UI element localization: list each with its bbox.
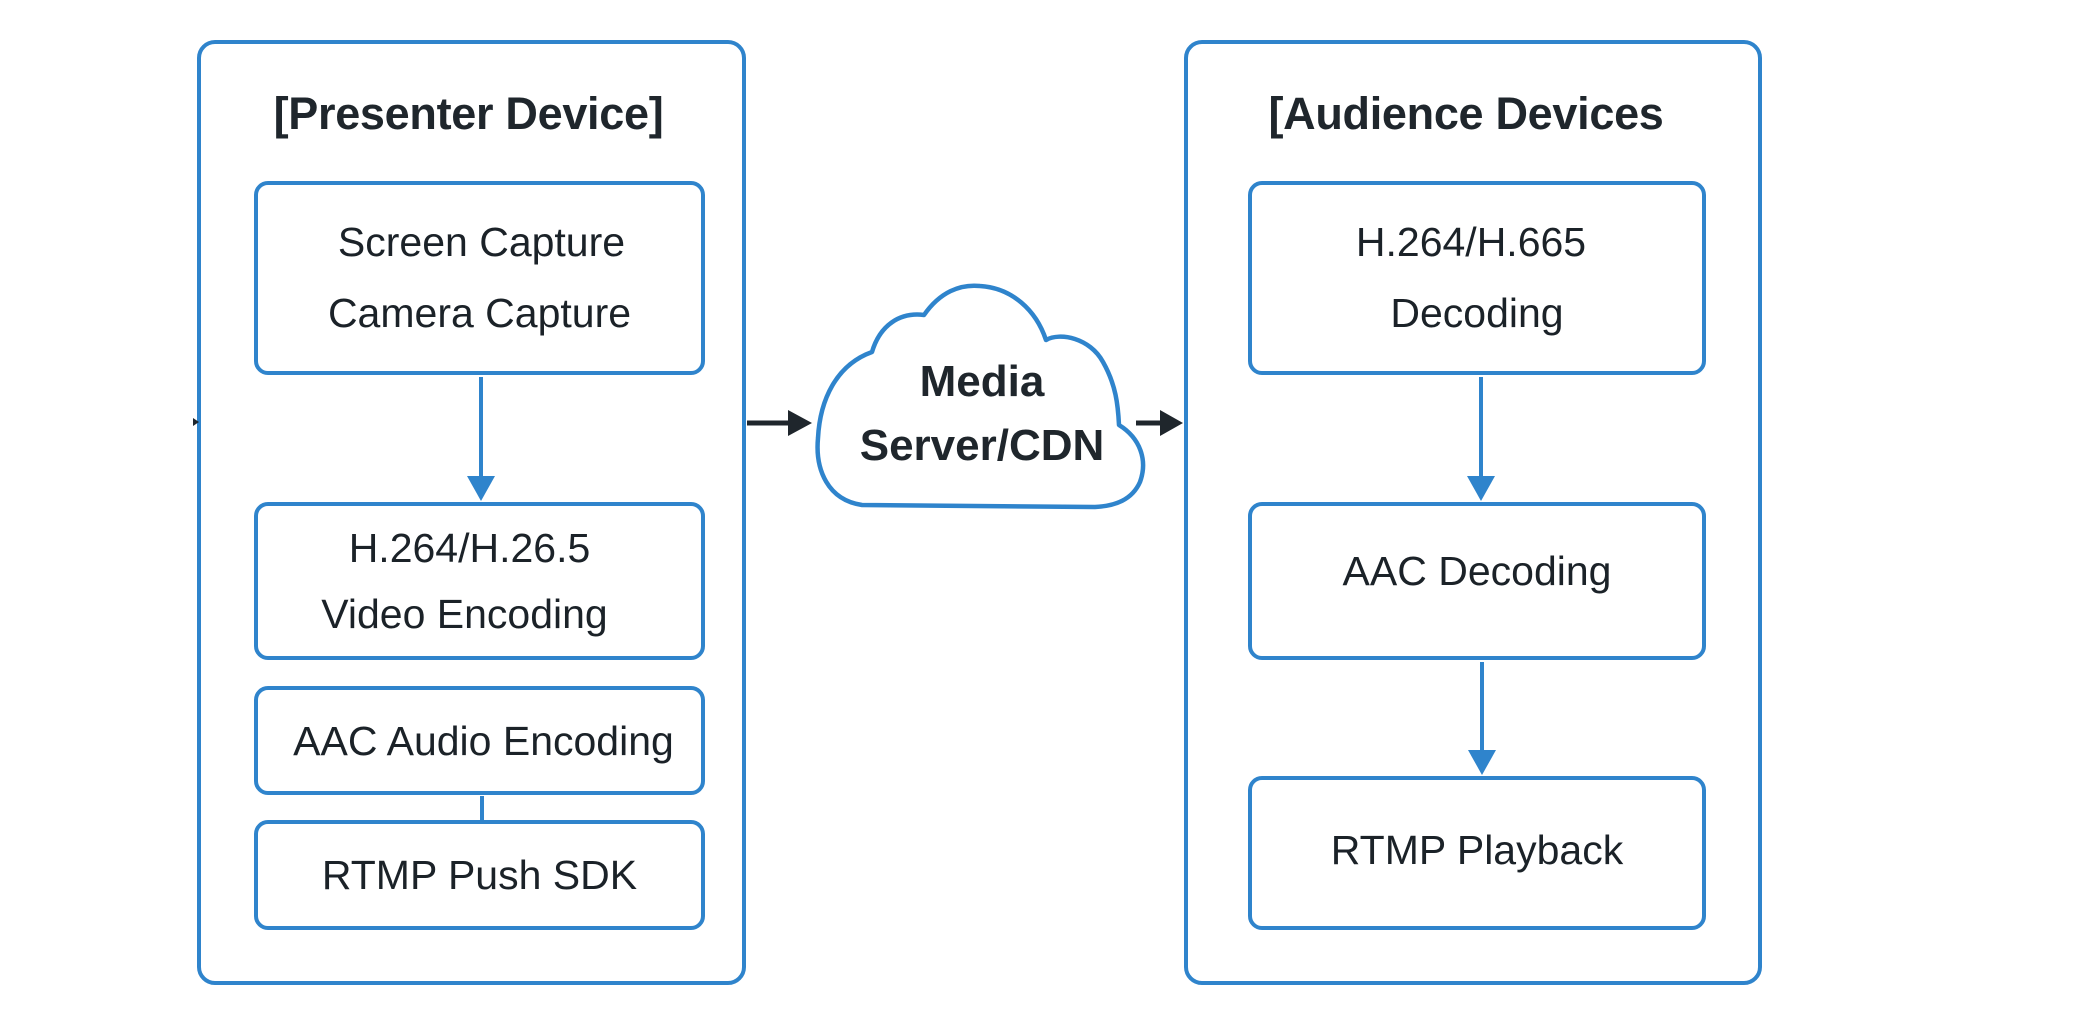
rtmp-push-label: RTMP Push SDK <box>321 852 638 898</box>
camera-capture-label: Camera Capture <box>327 290 632 336</box>
media-server-line-1: Media <box>919 357 1045 406</box>
screen-capture-label: Screen Capture <box>337 219 626 265</box>
media-server-line-2: Server/CDN <box>859 421 1105 470</box>
presenter-to-server-arrow <box>747 410 812 436</box>
capture-node: Screen Capture Camera Capture <box>254 181 705 375</box>
audio-encoding-label: AAC Audio Encoding <box>293 717 674 764</box>
arrowhead-icon <box>788 410 812 436</box>
video-encoding-label: Video Encoding <box>321 591 608 637</box>
arrowhead-icon <box>1160 410 1183 436</box>
audience-devices-title: [Audience Devices <box>1268 88 1664 139</box>
video-decoding-node: H.264/H.665 Decoding <box>1248 181 1706 375</box>
video-encoding-node: H.264/H.26.5 Video Encoding <box>254 502 705 660</box>
audio-encoding-node: AAC Audio Encoding <box>254 686 705 795</box>
rtmp-push-node: RTMP Push SDK <box>254 820 705 930</box>
rtmp-playback-label: RTMP Playback <box>1330 827 1624 873</box>
aac-decoding-label: AAC Decoding <box>1342 548 1612 594</box>
media-server-label: Media Server/CDN <box>817 350 1147 478</box>
aac-decoding-node: AAC Decoding <box>1248 502 1706 660</box>
presenter-device-title: [Presenter Device] <box>273 88 664 139</box>
video-decoding-codec-label: H.264/H.665 <box>1355 219 1587 265</box>
video-decoding-label: Decoding <box>1390 290 1564 336</box>
video-codec-label: H.264/H.26.5 <box>348 525 591 571</box>
rtmp-playback-node: RTMP Playback <box>1248 776 1706 930</box>
